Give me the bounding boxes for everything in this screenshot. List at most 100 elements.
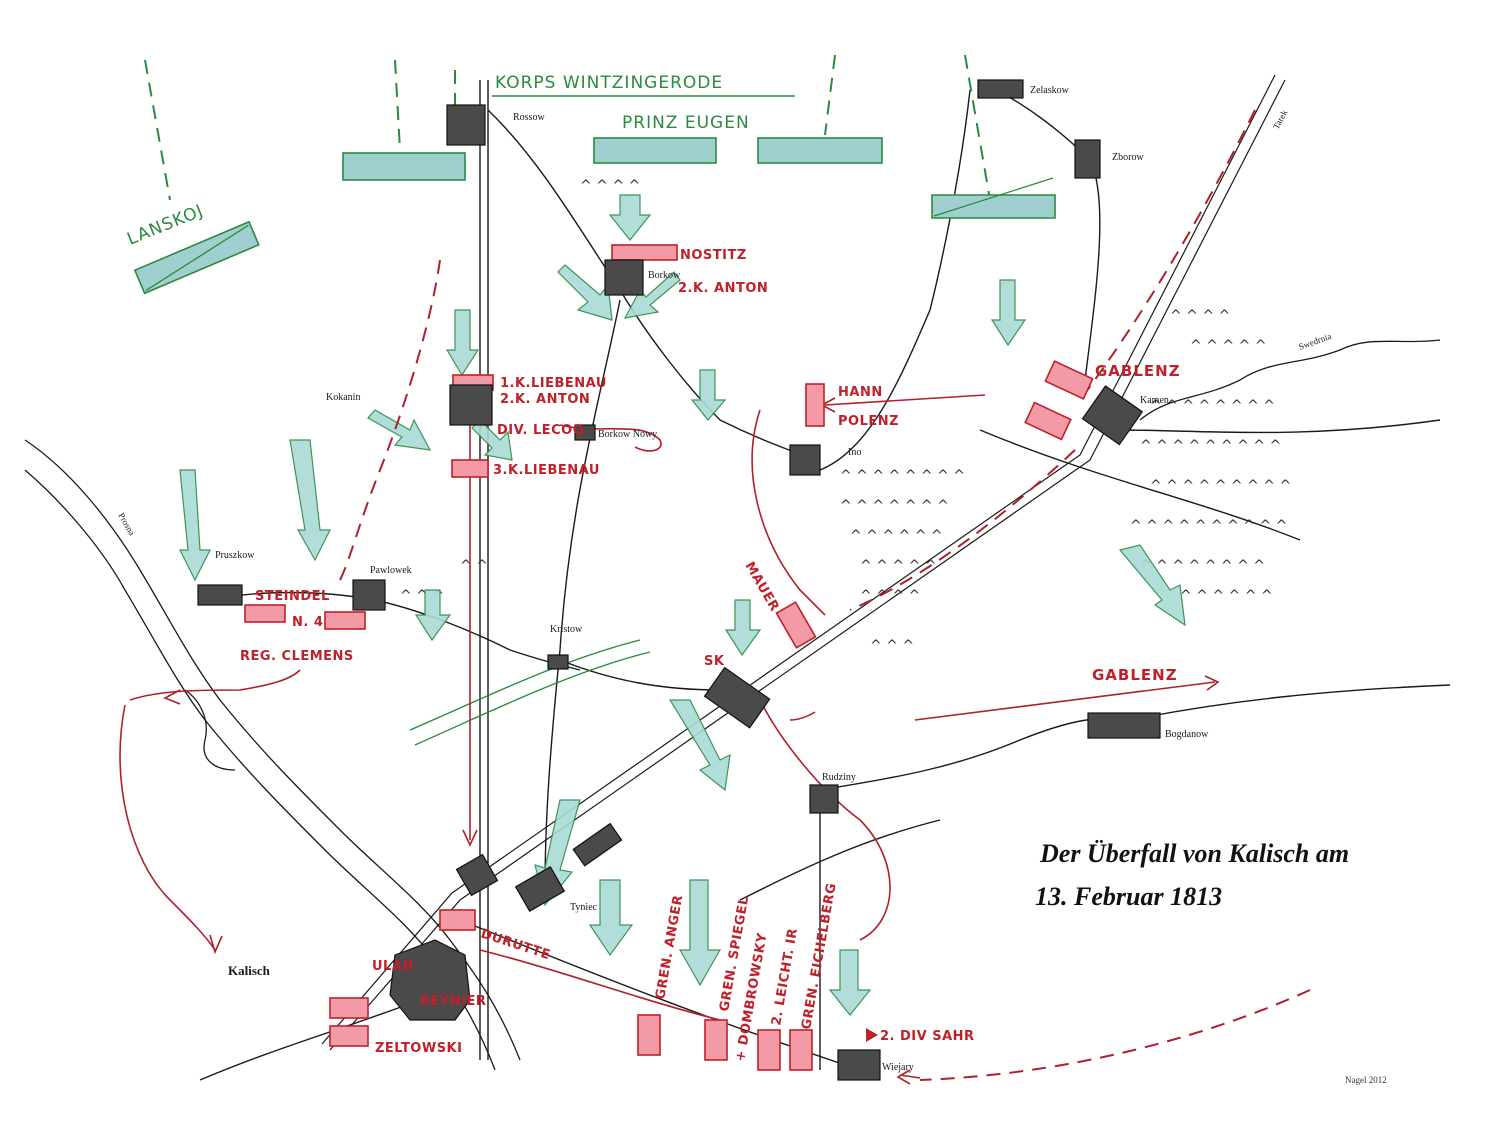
unit-block-zeltowski-2 <box>329 1025 369 1047</box>
svg-text:^ ^ ^ ^ ^ ^ ^: ^ ^ ^ ^ ^ ^ ^ <box>840 498 949 514</box>
forest-center: ^ ^ ^ ^ ^ ^ ^ ^ ^ ^ ^ ^ ^ ^ ^ ^ ^ ^ ^ ^ … <box>840 468 965 654</box>
label-town-pawlowek: Pawlowek <box>370 565 412 576</box>
label-town-kalisch: Kalisch <box>228 963 271 978</box>
label-river-tarek: Tarek <box>1271 108 1290 131</box>
town-kristow <box>547 654 569 670</box>
svg-text:^ ^ ^: ^ ^ ^ <box>870 638 914 654</box>
river-swedrnia <box>1139 339 1441 421</box>
label-town-wiejary: Wiejary <box>882 1062 914 1073</box>
label-gablenz-bottom: GABLENZ <box>1092 666 1178 684</box>
label-anton-2: 2.K. ANTON <box>500 392 590 407</box>
label-river-prosna: Prosna <box>116 511 137 537</box>
unit-block-zelaskow <box>931 177 1056 219</box>
signature: Nagel 2012 <box>1345 1075 1387 1085</box>
svg-text:^ ^ ^ ^ ^ ^: ^ ^ ^ ^ ^ ^ <box>850 528 943 544</box>
town-borkow-nowy <box>574 424 596 441</box>
svg-text:^ ^ ^ ^ ^ ^ ^ ^ ^: ^ ^ ^ ^ ^ ^ ^ ^ ^ <box>1150 478 1291 494</box>
unit-block-lanskoj <box>133 220 260 295</box>
unit-block-leicht <box>757 1029 781 1071</box>
label-reynier: REYNIER <box>420 994 486 1009</box>
unit-block-liebenau-3 <box>451 459 489 478</box>
label-leicht: 2. LEICHT. IR <box>769 927 801 1027</box>
svg-text:^ ^ ^ ^ ^ ^: ^ ^ ^ ^ ^ ^ <box>1180 588 1273 604</box>
svg-text:^ ^ ^ ^ ^ ^ ^ ^ ^: ^ ^ ^ ^ ^ ^ ^ ^ ^ <box>1140 438 1281 454</box>
label-town-tyniec: Tyniec <box>570 902 598 913</box>
svg-text:^ ^ ^ ^: ^ ^ ^ ^ <box>580 178 640 194</box>
french-dashed-lines <box>339 109 1311 1081</box>
russian-attack-arrows <box>179 194 1186 1016</box>
town-tyniec-north <box>455 853 499 897</box>
french-movement-lines <box>119 380 1220 1085</box>
unit-block-gablenz-2 <box>1024 401 1072 441</box>
town-pawlowek <box>352 579 386 611</box>
label-town-kristow: Kristow <box>550 624 583 635</box>
unit-block-hann <box>805 383 825 427</box>
label-town-zborow: Zborow <box>1112 152 1144 163</box>
label-town-borkow-nowy: Borkow Nowy <box>598 429 657 440</box>
label-town-kamen: Kamen <box>1140 395 1169 406</box>
svg-text:^ ^ ^ ^: ^ ^ ^ ^ <box>860 588 920 604</box>
label-town-borkow: Borkow <box>648 270 681 281</box>
town-bogdanow <box>1087 712 1161 739</box>
unit-block-eichelberg <box>789 1029 813 1071</box>
title-line-2: 13. Februar 1813 <box>1035 882 1222 911</box>
label-sk: SK <box>704 654 725 669</box>
svg-text:^ ^ ^ ^ ^ ^ ^ ^: ^ ^ ^ ^ ^ ^ ^ ^ <box>1150 398 1275 414</box>
unit-block-nostitz <box>611 244 678 261</box>
svg-text:^ ^ ^ ^ ^ ^ ^ ^ ^ ^: ^ ^ ^ ^ ^ ^ ^ ^ ^ ^ <box>1130 518 1287 534</box>
label-n4: N. 4 <box>292 615 323 630</box>
label-k-anton: 2.K. ANTON <box>678 281 768 296</box>
label-town-bogdanow: Bogdanow <box>1165 729 1209 740</box>
label-town-rosnow: Rossow <box>513 112 545 123</box>
town-kalisch <box>389 939 471 1021</box>
label-hann: HANN <box>838 385 883 400</box>
forest-east: ^ ^ ^ ^ ^ ^ ^ ^ ^ ^ ^ ^ ^ ^ ^ ^ ^ ^ ^ ^ … <box>1130 308 1291 604</box>
label-zeltowski: ZELTOWSKI <box>375 1041 462 1056</box>
label-town-kokanin: Kokanin <box>326 392 360 403</box>
label-liebenau-3: 3.K.LIEBENAU <box>493 463 600 478</box>
label-polenz: POLENZ <box>838 414 899 429</box>
town-wiejary <box>837 1049 881 1081</box>
label-town-pruszkow: Pruszkow <box>215 550 255 561</box>
label-durutte: DURUTTE <box>479 927 552 964</box>
town-zborow <box>1074 139 1101 179</box>
label-nostitz: NOSTITZ <box>680 248 747 263</box>
french-units <box>244 244 1094 1071</box>
svg-text:^ ^ ^ ^: ^ ^ ^ ^ <box>1170 308 1230 324</box>
label-gablenz-top: GABLENZ <box>1095 362 1181 380</box>
svg-text:^ ^ ^ ^ ^: ^ ^ ^ ^ ^ <box>1190 338 1266 354</box>
label-town-ino: Ino <box>848 447 861 458</box>
label-gren-anger: GREN. ANGER <box>653 894 686 1001</box>
unit-block-prinz-eugen-2 <box>757 137 883 164</box>
label-prinz-eugen: PRINZ EUGEN <box>622 113 750 133</box>
label-town-rudziny: Rudziny <box>822 772 856 783</box>
town-kamen <box>1081 385 1144 446</box>
town-pruszkow <box>197 584 243 606</box>
town-kokanin <box>449 384 493 426</box>
label-river-swedrnia: Swedrnia <box>1297 331 1332 352</box>
svg-text:^ ^ ^ ^ ^: ^ ^ ^ ^ ^ <box>860 558 936 574</box>
unit-block-korps-left <box>342 152 466 181</box>
unit-block-spiegel <box>704 1019 728 1061</box>
unit-block-n4 <box>324 611 366 630</box>
unit-block-durutte <box>439 909 476 931</box>
unit-block-anger <box>637 1014 661 1056</box>
svg-text:^ ^ ^ ^ ^ ^ ^ ^: ^ ^ ^ ^ ^ ^ ^ ^ <box>840 468 965 484</box>
town-ino <box>789 444 821 476</box>
town-railway-stop <box>572 822 623 867</box>
town-rosnow <box>446 104 486 146</box>
russian-units <box>133 137 1056 295</box>
unit-block-steindel <box>244 604 286 623</box>
town-rudziny <box>809 784 839 814</box>
town-tyniec <box>514 866 566 912</box>
unit-block-gablenz-1 <box>1044 360 1094 400</box>
town-borkow <box>604 259 644 296</box>
title-line-1: Der Überfall von Kalisch am <box>1039 839 1349 868</box>
label-steindel: STEINDEL <box>255 589 330 604</box>
map-title: Der Überfall von Kalisch am 13. Februar … <box>1035 839 1349 911</box>
label-liebenau-1: 1.K.LIEBENAU <box>500 376 607 391</box>
label-div-lecoq: DIV. LECOQ <box>497 423 584 438</box>
label-reg-clemens: REG. CLEMENS <box>240 649 354 664</box>
unit-block-zeltowski-1 <box>329 997 369 1019</box>
